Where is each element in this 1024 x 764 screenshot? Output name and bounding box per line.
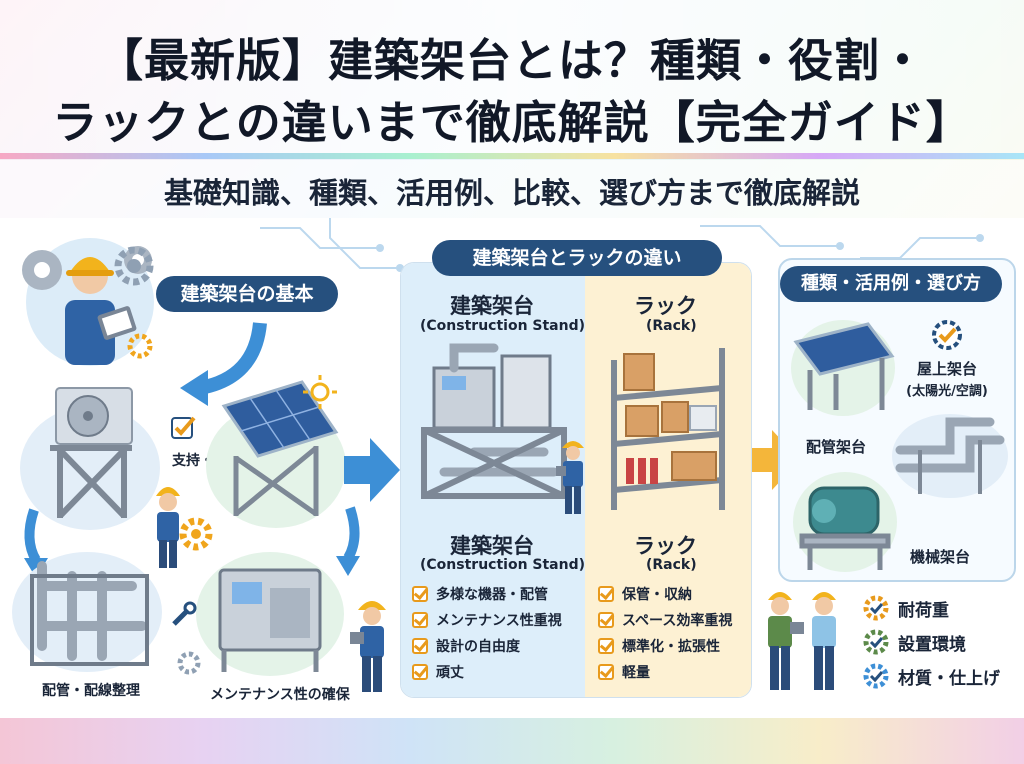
checkbox-icon	[598, 664, 614, 680]
piping-stand-illustration	[12, 552, 162, 672]
bottom-decoration-band	[0, 718, 1024, 764]
rack-subtitle-bottom: (Rack)	[646, 557, 697, 573]
rooftop-stand-label: 屋上架台	[916, 360, 977, 378]
maintenance-label: メンテナンス性の確保	[210, 687, 350, 703]
stand-feature-item: 設計の自由度	[436, 639, 520, 655]
worker-with-tablet-illustration	[350, 601, 386, 692]
checkmark-badge-icon	[932, 320, 962, 350]
rack-subtitle-top: (Rack)	[646, 318, 697, 334]
stand-column	[401, 263, 585, 697]
gear-icon	[177, 651, 201, 675]
checkmark-icon	[171, 416, 196, 439]
checkbox-icon	[598, 586, 614, 602]
rooftop-stand-note: (太陽光/空調)	[906, 384, 988, 399]
page-title-line-1: 【最新版】建築架台とは？種類・役割・	[97, 34, 926, 87]
gear-check-icon	[863, 663, 889, 689]
checkbox-icon	[598, 612, 614, 628]
machine-maintenance-illustration	[196, 552, 344, 676]
checkbox-icon	[412, 664, 428, 680]
solar-panel-stand-illustration	[206, 380, 346, 528]
subtitle-band	[0, 160, 1024, 218]
piping-stand-label: 配管架台	[806, 438, 867, 456]
ac-unit-stand-illustration	[20, 387, 160, 530]
gear-icon	[127, 333, 153, 359]
comparison-heading: 建築架台とラックの違い	[432, 240, 722, 276]
gear-icon	[179, 517, 213, 551]
pipe-rack-illustration	[892, 414, 1008, 498]
types-heading: 種類・活用例・選び方	[780, 266, 1002, 302]
page-subtitle: 基礎知識、種類、活用例、比較、選び方まで徹底解説	[163, 176, 860, 210]
sun-icon	[303, 375, 337, 409]
criteria-item: 耐荷重	[898, 601, 949, 621]
machine-stand-illustration	[793, 472, 897, 572]
basics-heading: 建築架台の基本	[156, 276, 338, 312]
rack-feature-item: 軽量	[622, 665, 650, 681]
checkbox-icon	[412, 638, 428, 654]
two-workers-illustration	[768, 592, 836, 690]
gear-check-icon	[863, 595, 889, 621]
worker-with-tablet-illustration	[556, 441, 584, 514]
checkbox-icon	[598, 638, 614, 654]
gear-check-icon	[863, 629, 889, 655]
stand-title-bottom: 建築架台	[450, 534, 534, 558]
storage-rack-illustration	[611, 348, 725, 510]
piping-label: 配管・配線整理	[42, 683, 140, 699]
criteria-item: 材質・仕上げ	[898, 669, 1000, 689]
stand-feature-item: メンテナンス性重視	[436, 613, 562, 629]
page-title-line-2: ラックとの違いまで徹底解説【完全ガイド】	[52, 96, 972, 149]
gear-icon	[114, 246, 154, 286]
criteria-item: 設置環境	[898, 635, 966, 655]
right-arrow-icon	[344, 438, 400, 502]
rack-feature-item: 標準化・拡張性	[622, 639, 720, 655]
title-band	[0, 0, 1024, 153]
machine-stand-label: 機械架台	[910, 548, 971, 566]
rooftop-solar-stand-illustration	[791, 320, 895, 416]
curved-arrow-icon	[336, 506, 360, 576]
stand-title-top: 建築架台	[450, 294, 534, 318]
curved-arrow-icon	[180, 322, 267, 406]
rack-title-top: ラック	[634, 294, 697, 318]
checkbox-icon	[412, 586, 428, 602]
rack-feature-item: 保管・収納	[622, 587, 692, 603]
stand-subtitle-bottom: (Construction Stand)	[420, 557, 586, 573]
rack-feature-item: スペース効率重視	[622, 613, 733, 629]
wrench-icon	[172, 601, 197, 626]
checkbox-icon	[412, 612, 428, 628]
worker-illustration	[156, 487, 180, 568]
construction-stand-illustration	[421, 343, 567, 499]
stand-feature-item: 頑丈	[436, 665, 464, 681]
rack-title-bottom: ラック	[634, 534, 697, 558]
rainbow-divider	[0, 153, 1024, 159]
stand-feature-item: 多様な機器・配管	[436, 587, 548, 603]
stand-subtitle-top: (Construction Stand)	[420, 318, 586, 334]
